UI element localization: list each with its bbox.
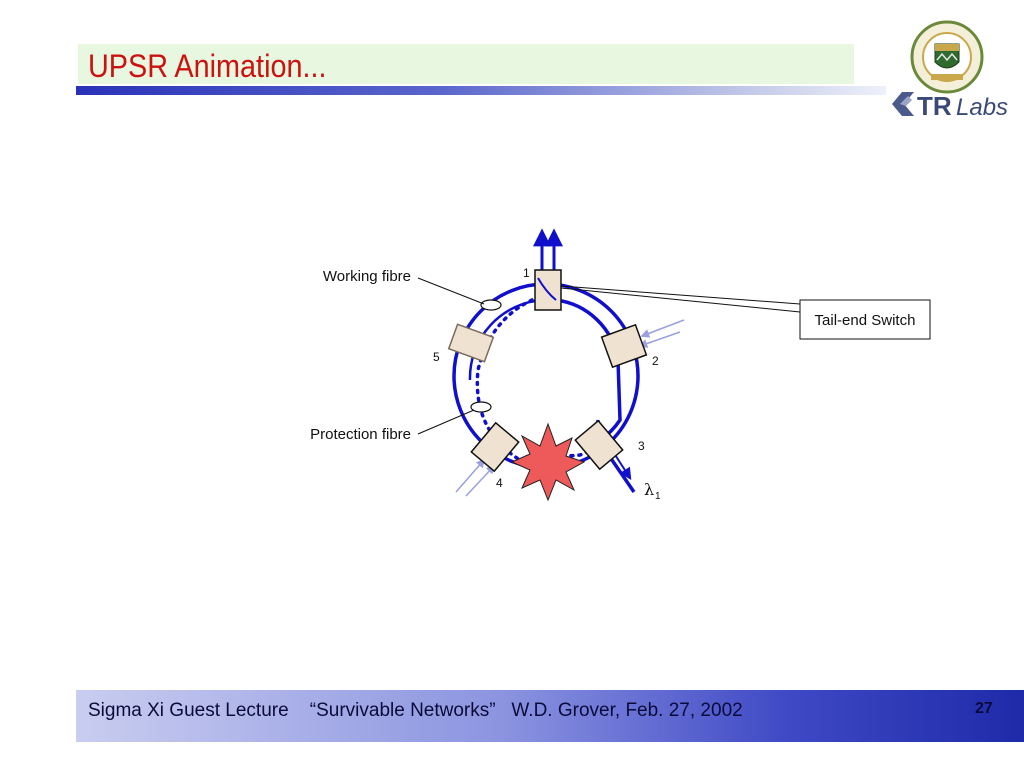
node4-add-arrow-2 bbox=[465, 464, 496, 497]
inner-arc bbox=[468, 298, 545, 381]
node-1-number: 1 bbox=[523, 266, 530, 280]
node2-add-arrow-2 bbox=[638, 331, 681, 348]
footer-text: Sigma Xi Guest Lecture “Survivable Netwo… bbox=[88, 700, 743, 721]
working-fibre-leader bbox=[417, 277, 485, 305]
node-4-number: 4 bbox=[496, 476, 503, 490]
page-number: 27 bbox=[975, 700, 993, 717]
working-path bbox=[555, 298, 622, 442]
node4-add-arrow-1 bbox=[455, 458, 486, 493]
failure-starburst bbox=[510, 422, 586, 502]
tail-end-switch-box bbox=[799, 299, 931, 340]
lambda-symbol: λ bbox=[644, 480, 654, 499]
slide-title: UPSR Animation... bbox=[88, 48, 327, 84]
working-fibre-label: Working fibre bbox=[323, 268, 411, 285]
protection-fibre-label: Protection fibre bbox=[310, 426, 411, 443]
title-band bbox=[78, 44, 854, 84]
trlabs-tr-text: TR bbox=[917, 91, 952, 121]
lambda-subscript: 1 bbox=[655, 491, 661, 502]
trlabs-logo: TR Labs bbox=[892, 91, 1008, 121]
node-4 bbox=[470, 421, 520, 473]
node-5-number: 5 bbox=[433, 350, 440, 364]
node-1 bbox=[534, 269, 562, 311]
node2-add-arrow-1 bbox=[640, 319, 685, 338]
tail-end-switch-label: Tail-end Switch bbox=[815, 312, 916, 329]
protection-fibre-leader bbox=[417, 409, 475, 435]
footer-bar bbox=[76, 690, 1024, 742]
protection-fibre-marker bbox=[470, 401, 492, 413]
node-3 bbox=[574, 419, 624, 471]
trlabs-labs-text: Labs bbox=[956, 94, 1008, 121]
node-2 bbox=[600, 323, 648, 369]
title-rule bbox=[76, 86, 886, 95]
node-5 bbox=[447, 323, 495, 363]
working-fibre-marker bbox=[480, 299, 502, 311]
tail-end-leader-1 bbox=[560, 285, 801, 305]
university-seal-logo bbox=[910, 20, 984, 94]
tail-end-leader-2 bbox=[560, 287, 801, 313]
node-2-number: 2 bbox=[652, 354, 659, 368]
node-3-number: 3 bbox=[638, 439, 645, 453]
